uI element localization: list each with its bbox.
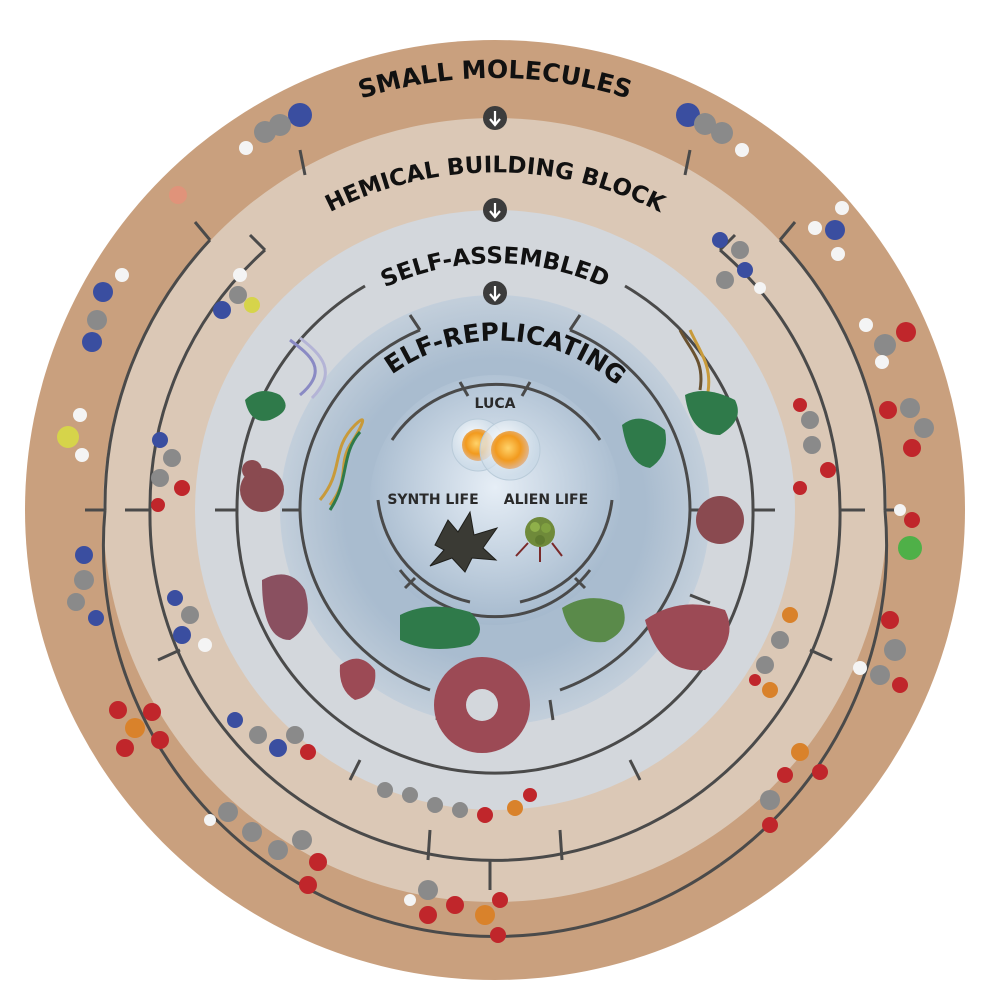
molecule-image — [213, 268, 260, 319]
molecule-image — [712, 232, 766, 294]
molecule-image — [749, 607, 798, 698]
alien-life-image — [515, 517, 563, 562]
molecule-image — [676, 103, 749, 157]
molecule-image — [377, 782, 537, 823]
molecule-image — [859, 318, 916, 369]
dna-helix-image — [289, 336, 327, 400]
synth-life-image — [429, 510, 499, 573]
molecule-image — [404, 880, 508, 943]
protein-ring-image — [434, 657, 530, 753]
molecule-image — [808, 201, 849, 261]
protein-structure-image — [245, 391, 286, 421]
down-arrow-icon — [483, 198, 507, 222]
molecule-image — [204, 802, 327, 894]
molecule-image — [167, 590, 212, 652]
molecule-image — [760, 743, 828, 833]
molecule-image — [109, 701, 169, 757]
luca-cell-image — [451, 418, 541, 481]
molecule-image — [879, 398, 934, 457]
molecule-image — [169, 186, 187, 204]
core-label-alien-life: ALIEN LIFE — [504, 492, 588, 508]
molecule-image — [227, 712, 316, 760]
core-label-luca: LUCA — [475, 396, 516, 412]
molecule-image — [853, 611, 908, 693]
molecule-image — [82, 268, 129, 352]
molecule-image — [793, 398, 836, 495]
protein-structure-image — [696, 496, 744, 544]
molecule-image — [239, 103, 312, 155]
protein-structure-image — [685, 391, 738, 435]
dna-helix-image — [678, 329, 711, 393]
molecule-image — [894, 504, 922, 560]
protein-structure-image — [562, 598, 625, 643]
molecule-image — [151, 432, 190, 512]
molecule-image — [57, 408, 89, 462]
protein-structure-image — [400, 606, 480, 649]
protein-structure-image — [339, 658, 376, 700]
down-arrow-icon — [483, 106, 507, 130]
protein-structure-image — [240, 460, 284, 512]
phylogeny-tree-lines — [85, 149, 905, 938]
protein-structure-image — [262, 574, 308, 640]
protein-structure-image — [645, 604, 730, 671]
dna-helix-image — [318, 418, 365, 511]
core-label-synth-life: SYNTH LIFE — [387, 492, 478, 508]
protein-structure-image — [622, 418, 666, 468]
molecule-image — [67, 546, 104, 626]
down-arrow-icon — [483, 281, 507, 305]
